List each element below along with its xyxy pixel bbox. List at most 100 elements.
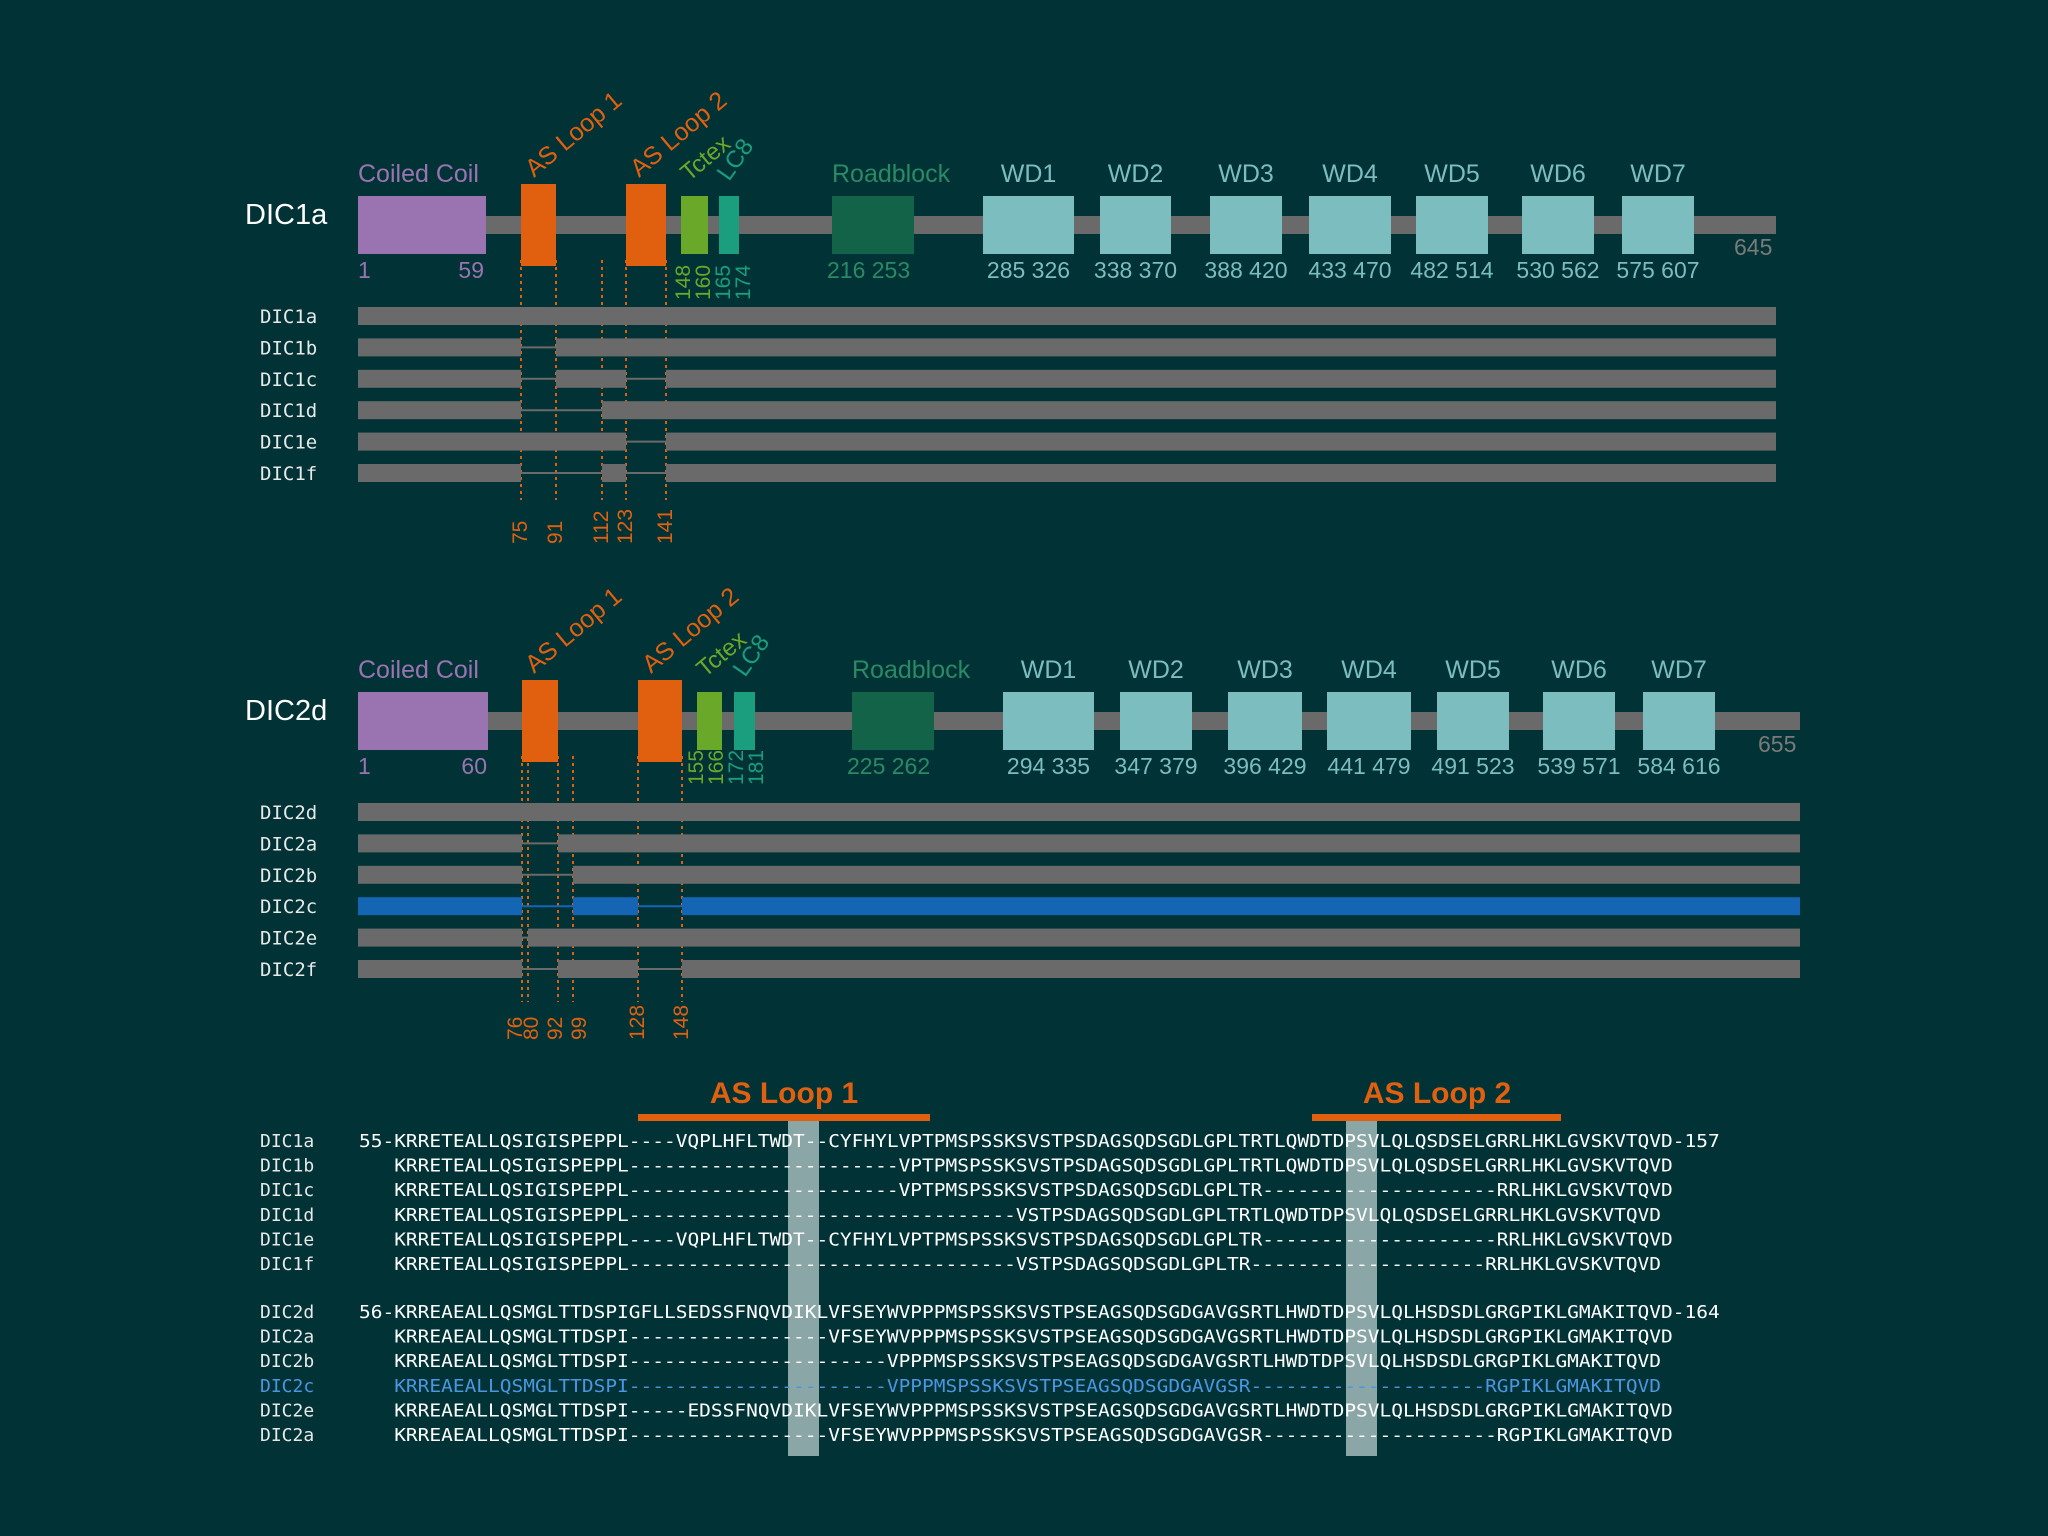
isoform-bar-dic1f <box>358 464 521 482</box>
coiled-coil-start: 1 <box>358 753 371 779</box>
wd3-label: WD3 <box>1237 656 1293 684</box>
wd6-domain <box>1522 196 1594 254</box>
isoform-bar-dic2e <box>358 928 522 947</box>
coiled-coil-end: 59 <box>458 257 484 283</box>
as-loop-1-column-highlight <box>788 1120 819 1456</box>
isoform-label: DIC1c <box>260 369 317 391</box>
alignment-sequence: KRREAEALLQSMGLTTDSPI-----------------VFS… <box>359 1327 1673 1348</box>
alignment-sequence: KRRETEALLQSIGISPEPPL--------------------… <box>359 1205 1661 1226</box>
panel-dic1: DIC1a 645 Coiled Coil 1 59 AS Loop 1 AS … <box>245 86 1776 544</box>
wd3-range: 388 420 <box>1204 257 1287 283</box>
breakpoint-label: 123 <box>614 509 637 544</box>
isoform-bar-dic2f <box>358 960 522 978</box>
wd2-label: WD2 <box>1108 160 1164 188</box>
wd4-range: 441 479 <box>1327 753 1410 779</box>
isoform-label: DIC2b <box>260 865 317 887</box>
as-loop-1-domain <box>522 680 558 762</box>
alignment-sequence: KRREAEALLQSMGLTTDSPI-----------------VFS… <box>359 1425 1673 1446</box>
isoform-bar-dic2b <box>358 865 522 884</box>
isoform-label: DIC1a <box>260 306 317 328</box>
breakpoint-label: 148 <box>670 1005 693 1040</box>
alignment-row-label: DIC1f <box>260 1254 314 1275</box>
alignment-sequence: 55-KRRETEALLQSIGISPEPPL----VQPLHFLTWDT--… <box>359 1131 1720 1152</box>
wd7-range: 584 616 <box>1637 753 1720 779</box>
wd7-domain <box>1622 196 1694 254</box>
alignment-row-label: DIC2d <box>260 1302 314 1323</box>
wd1-domain <box>1003 692 1094 750</box>
isoform-label: DIC1e <box>260 432 317 454</box>
as-loop-2-domain <box>626 184 666 266</box>
wd1-label: WD1 <box>1021 656 1077 684</box>
isoform-label: DIC1f <box>260 463 317 485</box>
alignment-sequence: 56-KRREAEALLQSMGLTTDSPIGFLLSEDSSFNQVDIKL… <box>359 1302 1720 1323</box>
roadblock-range: 216 253 <box>827 257 910 283</box>
isoform-bar-dic1f <box>602 464 626 482</box>
roadblock-label: Roadblock <box>852 656 971 684</box>
wd7-label: WD7 <box>1651 656 1707 684</box>
as-loop-1-domain <box>521 184 556 266</box>
coiled-coil-label: Coiled Coil <box>358 160 479 188</box>
wd3-range: 396 429 <box>1223 753 1306 779</box>
wd4-range: 433 470 <box>1308 257 1391 283</box>
isoform-label: DIC2d <box>260 802 317 824</box>
as-loop-1-heading: AS Loop 1 <box>710 1077 858 1110</box>
as-loop-2-bar <box>1312 1114 1561 1121</box>
wd5-range: 482 514 <box>1410 257 1493 283</box>
isoform-label: DIC2e <box>260 928 317 950</box>
tctex-end: 160 <box>692 265 715 300</box>
coiled-coil-domain <box>358 196 486 254</box>
isoform-label: DIC1d <box>260 400 317 422</box>
isoform-bar-dic2f <box>558 960 638 978</box>
coiled-coil-start: 1 <box>358 257 371 283</box>
wd1-range: 285 326 <box>987 257 1070 283</box>
isoform-bar-dic2d <box>358 803 1800 821</box>
lc8-domain <box>734 692 755 750</box>
protein-label: DIC2d <box>245 695 327 727</box>
wd6-range: 530 562 <box>1516 257 1599 283</box>
wd4-domain <box>1309 196 1391 254</box>
wd4-label: WD4 <box>1341 656 1397 684</box>
alignment-row-label: DIC1e <box>260 1229 314 1250</box>
isoform-bar-dic2c <box>358 897 522 916</box>
lc8-start: 165 <box>712 265 735 300</box>
wd1-domain <box>983 196 1074 254</box>
wd4-domain <box>1327 692 1411 750</box>
breakpoint-label: 141 <box>654 509 677 544</box>
wd7-domain <box>1643 692 1715 750</box>
wd3-label: WD3 <box>1218 160 1274 188</box>
wd6-label: WD6 <box>1551 656 1607 684</box>
alignment-row-label: DIC1d <box>260 1205 314 1226</box>
as-loop-2-heading: AS Loop 2 <box>1363 1077 1511 1110</box>
roadblock-range: 225 262 <box>847 753 930 779</box>
isoform-bar-dic1d <box>358 401 521 420</box>
isoform-bar-dic2e <box>528 928 1800 947</box>
alignment-row-label: DIC2c <box>260 1376 314 1397</box>
as-loop-2-column-highlight <box>1346 1120 1377 1456</box>
length-label: 655 <box>1758 731 1796 757</box>
wd6-domain <box>1543 692 1615 750</box>
alignment-sequence: KRRETEALLQSIGISPEPPL--------------------… <box>359 1254 1661 1275</box>
isoform-bar-dic2f <box>682 960 1800 978</box>
lc8-end: 181 <box>745 750 768 785</box>
isoform-bar-dic1e <box>358 432 626 451</box>
tctex-domain <box>681 196 708 254</box>
isoform-bar-dic2c <box>682 897 1800 916</box>
isoform-label: DIC2a <box>260 833 317 855</box>
alignment-row-label: DIC2a <box>260 1425 314 1446</box>
alignment-row-label: DIC2a <box>260 1327 314 1348</box>
wd3-domain <box>1228 692 1302 750</box>
tctex-domain <box>697 692 722 750</box>
tctex-end: 166 <box>705 750 728 785</box>
roadblock-label: Roadblock <box>832 160 951 188</box>
as-loop-2-domain <box>638 680 682 762</box>
wd7-range: 575 607 <box>1616 257 1699 283</box>
alignment-row-label: DIC2e <box>260 1400 314 1421</box>
wd5-domain <box>1416 196 1488 254</box>
isoform-label: DIC2f <box>260 959 317 981</box>
